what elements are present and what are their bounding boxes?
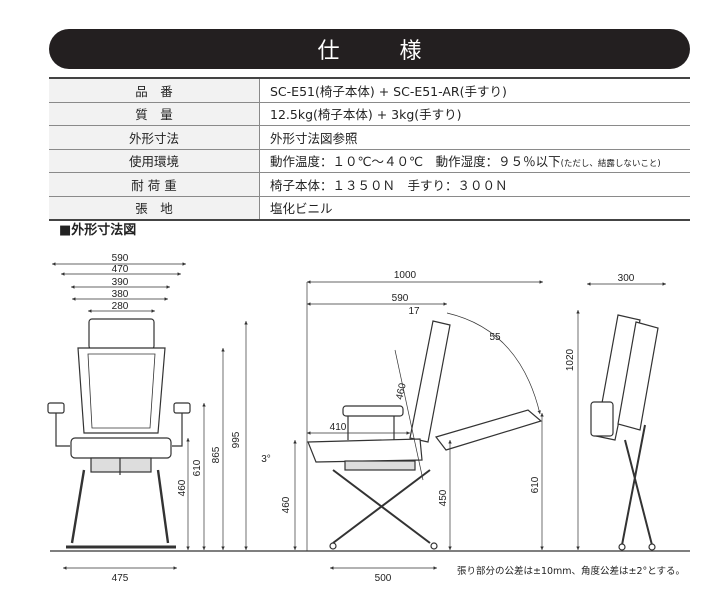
side-view-chair [307,320,543,550]
dim-side-590: 590 [392,293,409,304]
dim-front-460: 460 [177,479,188,496]
spec-value: 塩化ビニル [259,196,690,221]
dim-side-410: 410 [330,422,347,433]
dim-side-500: 500 [375,573,392,584]
seat [70,437,172,459]
backrest [77,347,166,434]
dim-folded-1020: 1020 [565,348,576,371]
spec-label: 外形寸法 [49,125,260,150]
table-row: 品 番 SC-E51(椅子本体) + SC-E51-AR(手すり) [49,77,690,103]
section-title: ■外形寸法図 [59,223,137,238]
side-seat [307,438,423,463]
table-row: 質 量 12.5kg(椅子本体) + 3kg(手すり) [49,102,690,126]
dim-side-17: 17 [408,306,420,317]
right-armrest [173,402,191,414]
spec-value-main: 動作温度：１０℃〜４０℃ 動作湿度：９５％以下 [270,154,561,170]
spec-title-bar: 仕 様 [49,29,690,69]
dim-front-470: 470 [112,264,129,275]
spec-table: 品 番 SC-E51(椅子本体) + SC-E51-AR(手すり) 質 量 12… [49,77,690,221]
dim-side-460-seat: 460 [281,496,292,513]
side-dimension-lines [293,280,544,570]
spec-label: 質 量 [49,102,260,126]
dim-front-475: 475 [112,573,129,584]
table-row: 使用環境 動作温度：１０℃〜４０℃ 動作湿度：９５％以下(ただし、結露しないこと… [49,149,690,173]
left-armrest [47,402,65,414]
spec-label: 耐 荷 重 [49,172,260,197]
dim-folded-300: 300 [618,273,635,284]
dim-side-55: 55 [489,332,501,343]
dim-side-450: 450 [438,489,449,506]
spec-value: 12.5kg(椅子本体) + 3kg(手すり) [259,102,690,126]
spec-value: 外形寸法図参照 [259,125,690,150]
table-row: 外形寸法 外形寸法図参照 [49,125,690,150]
headrest [88,318,155,350]
dim-front-995: 995 [231,431,242,448]
dim-front-380: 380 [112,289,129,300]
dim-side-460-back: 460 [394,382,408,401]
table-row: 耐 荷 重 椅子本体：１３５０Ｎ 手すり：３００Ｎ [49,172,690,197]
spec-value: 動作温度：１０℃〜４０℃ 動作湿度：９５％以下(ただし、結露しないこと) [259,149,690,173]
spec-value: 椅子本体：１３５０Ｎ 手すり：３００Ｎ [259,172,690,197]
spec-value-note: (ただし、結露しないこと) [560,159,661,170]
table-row: 張 地 塩化ビニル [49,196,690,221]
folded-armrest [590,401,614,437]
reclined-backrest [434,409,543,451]
dim-front-865: 865 [211,446,222,463]
side-armrest [342,405,404,417]
spec-value: SC-E51(椅子本体) + SC-E51-AR(手すり) [259,77,690,103]
spec-label: 使用環境 [49,149,260,173]
dim-front-280: 280 [112,301,129,312]
folded-view-chair [590,314,659,551]
spec-label: 品 番 [49,77,260,103]
spec-label: 張 地 [49,196,260,221]
title-char-1: 仕 [317,39,340,64]
dim-side-610: 610 [530,476,541,493]
folded-dimension-lines [576,282,666,550]
dim-front-610: 610 [192,459,203,476]
title-char-2: 様 [399,39,422,64]
dim-front-590: 590 [112,253,129,264]
dim-side-tilt: 3° [261,454,271,465]
front-dimension-lines [52,262,248,570]
front-view-chair [47,318,191,549]
side-backrest [409,320,451,443]
dim-front-390: 390 [112,277,129,288]
tolerance-footnote: 張り部分の公差は±10mm、角度公差は±2°とする。 [457,566,686,577]
folded-seat [617,321,659,431]
dim-side-1000: 1000 [394,270,417,281]
